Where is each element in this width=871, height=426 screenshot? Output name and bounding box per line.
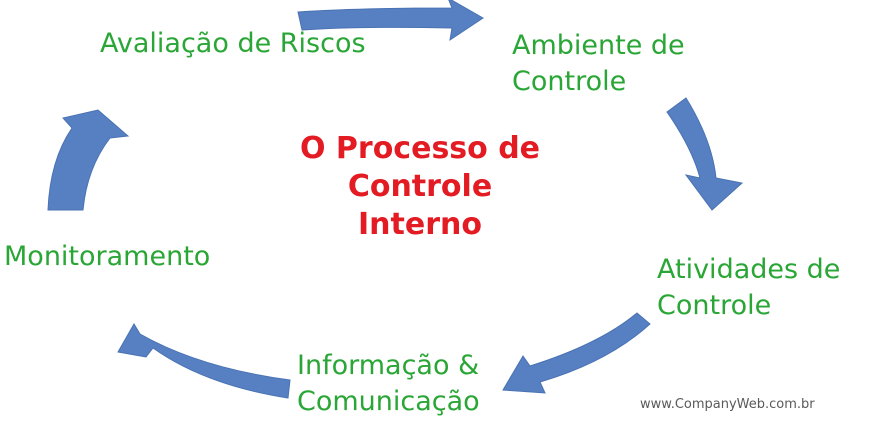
title-line: Controle: [347, 169, 493, 204]
step-atividades-de-controle: Atividades de Controle: [657, 252, 840, 324]
step-label-line: Ambiente de: [512, 30, 685, 61]
step-label-line: Controle: [657, 290, 772, 321]
diagram-title: O Processo de Controle Interno: [270, 130, 570, 244]
step-label-line: Controle: [512, 66, 627, 97]
step-monitoramento: Monitoramento: [4, 239, 210, 275]
arrow-to-monitoramento: [117, 323, 291, 399]
arrow-to-avaliacao: [47, 109, 130, 211]
title-line: Interno: [358, 207, 482, 242]
step-label-line: Monitoramento: [4, 241, 211, 272]
arrow-to-ambiente: [297, 0, 484, 42]
arrow-to-informacao: [502, 312, 651, 394]
watermark-url: www.CompanyWeb.com.br: [640, 397, 815, 412]
step-label-line: Atividades de: [657, 254, 841, 285]
step-label-line: Avaliação de Riscos: [100, 28, 366, 59]
arrow-to-atividades: [666, 97, 744, 211]
step-avaliacao-de-riscos: Avaliação de Riscos: [100, 26, 366, 62]
step-ambiente-de-controle: Ambiente de Controle: [512, 28, 685, 100]
step-label-line: Comunicação: [297, 386, 480, 417]
step-label-line: Informação &: [297, 350, 480, 381]
title-line: O Processo de: [299, 131, 541, 166]
step-informacao-e-comunicacao: Informação & Comunicação: [297, 348, 480, 420]
